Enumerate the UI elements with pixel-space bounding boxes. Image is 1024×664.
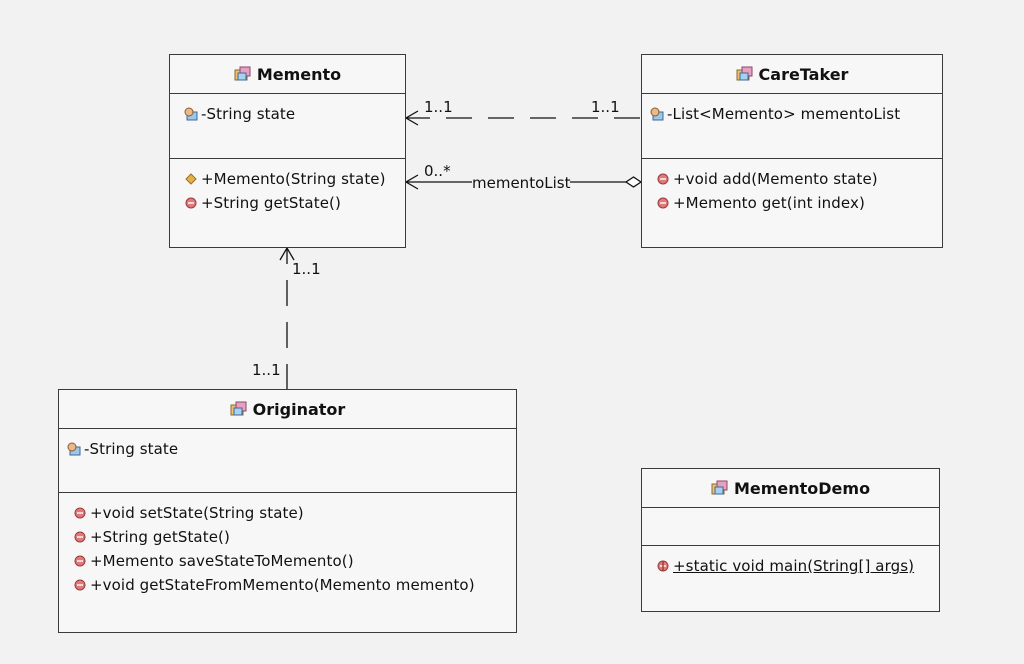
class-header: CareTaker <box>642 55 942 94</box>
attribute-row[interactable]: -String state <box>170 102 405 126</box>
attributes-section <box>642 508 939 546</box>
public-method-icon <box>74 555 86 567</box>
public-method-icon <box>185 197 197 209</box>
class-caretaker[interactable]: CareTaker -List<Memento> mementoList +vo… <box>641 54 943 248</box>
class-header: Memento <box>170 55 405 94</box>
operations-section: +static void main(String[] args) <box>642 546 939 578</box>
operation-row[interactable]: +void setState(String state) <box>59 501 516 525</box>
aggregation-diamond <box>624 176 643 188</box>
operation-row[interactable]: +void getStateFromMemento(Memento mement… <box>59 573 516 597</box>
attributes-section: -String state <box>59 429 516 493</box>
role-label: mementoList <box>472 174 571 192</box>
public-method-icon <box>657 173 669 185</box>
class-originator[interactable]: Originator -String state +void setState(… <box>58 389 517 633</box>
operation-row[interactable]: +static void main(String[] args) <box>642 554 939 578</box>
originator-memento-dependency <box>279 246 295 390</box>
multiplicity-label: 1..1 <box>252 361 281 379</box>
open-arrow-head <box>279 246 295 261</box>
class-icon <box>230 401 247 416</box>
static-method-icon <box>657 560 669 572</box>
class-header: MementoDemo <box>642 469 939 508</box>
class-header: Originator <box>59 390 516 429</box>
private-field-icon <box>67 442 81 456</box>
class-name: MementoDemo <box>733 478 871 498</box>
class-name: Originator <box>252 399 346 419</box>
attribute-row[interactable]: -List<Memento> mementoList <box>642 102 942 126</box>
multiplicity-label: 1..1 <box>591 98 620 116</box>
class-icon <box>736 66 753 81</box>
public-method-icon <box>74 579 86 591</box>
attribute-row[interactable]: -String state <box>59 437 516 461</box>
operation-row[interactable]: +String getState() <box>59 525 516 549</box>
multiplicity-label: 1..1 <box>292 260 321 278</box>
operation-row[interactable]: +String getState() <box>170 191 405 215</box>
operation-row[interactable]: +void add(Memento state) <box>642 167 942 191</box>
caretaker-memento-aggregation <box>404 174 643 190</box>
class-name: CareTaker <box>758 64 849 84</box>
class-mementodemo[interactable]: MementoDemo +static void main(String[] a… <box>641 468 940 612</box>
operations-section: +Memento(String state) +String getState(… <box>170 159 405 215</box>
attributes-section: -String state <box>170 94 405 159</box>
public-method-icon <box>74 531 86 543</box>
class-memento[interactable]: Memento -String state +Memento(String st… <box>169 54 406 248</box>
caretaker-memento-dependency <box>404 110 640 126</box>
private-field-icon <box>650 107 664 121</box>
open-arrow-head <box>404 174 419 190</box>
attributes-section: -List<Memento> mementoList <box>642 94 942 159</box>
multiplicity-label: 0..* <box>424 162 451 180</box>
private-field-icon <box>184 107 198 121</box>
operation-row[interactable]: +Memento get(int index) <box>642 191 942 215</box>
operations-section: +void setState(String state) +String get… <box>59 493 516 597</box>
public-method-icon <box>657 197 669 209</box>
class-icon <box>711 480 728 495</box>
class-icon <box>234 66 251 81</box>
multiplicity-label: 1..1 <box>424 98 453 116</box>
operation-row[interactable]: +Memento saveStateToMemento() <box>59 549 516 573</box>
open-arrow-head <box>404 110 419 126</box>
operations-section: +void add(Memento state) +Memento get(in… <box>642 159 942 215</box>
constructor-icon <box>185 173 197 185</box>
class-name: Memento <box>256 64 342 84</box>
public-method-icon <box>74 507 86 519</box>
operation-row[interactable]: +Memento(String state) <box>170 167 405 191</box>
